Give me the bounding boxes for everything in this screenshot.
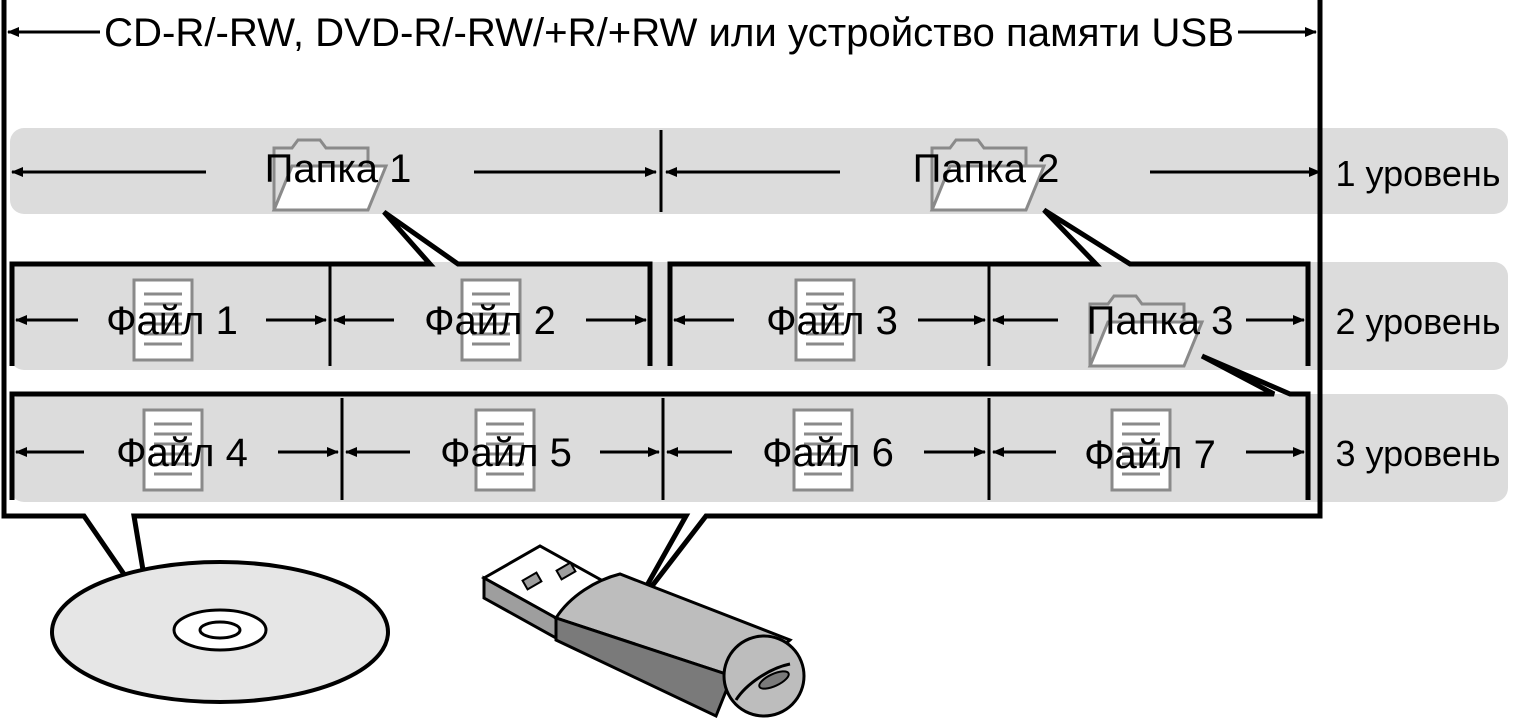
file-2-label: Файл 2: [424, 299, 556, 343]
file-7-label: Файл 7: [1084, 433, 1216, 477]
cd-disc-icon: [50, 560, 390, 704]
file-6-label: Файл 6: [762, 431, 894, 475]
folder-1-callout: [9, 209, 653, 366]
level-1-label: 1 уровень: [1335, 153, 1500, 194]
file-4-label: Файл 4: [116, 431, 248, 475]
media-callout-frame: [1, 0, 1323, 614]
level-3-label: 3 уровень: [1335, 433, 1500, 474]
file-3-label: Файл 3: [766, 299, 898, 343]
folder-1-label: Папка 1: [265, 147, 412, 191]
level-2-label: 2 уровень: [1335, 301, 1500, 342]
diagram-title: CD-R/-RW, DVD-R/-RW/+R/+RW или устройств…: [104, 11, 1234, 55]
folder-2-label: Папка 2: [913, 147, 1060, 191]
usb-drive-icon: [480, 544, 806, 719]
file-1-label: Файл 1: [106, 299, 238, 343]
folder-3-label: Папка 3: [1087, 299, 1234, 343]
folder-3-callout: [9, 353, 1311, 500]
file-5-label: Файл 5: [440, 431, 572, 475]
folder-2-callout: [667, 207, 1311, 366]
